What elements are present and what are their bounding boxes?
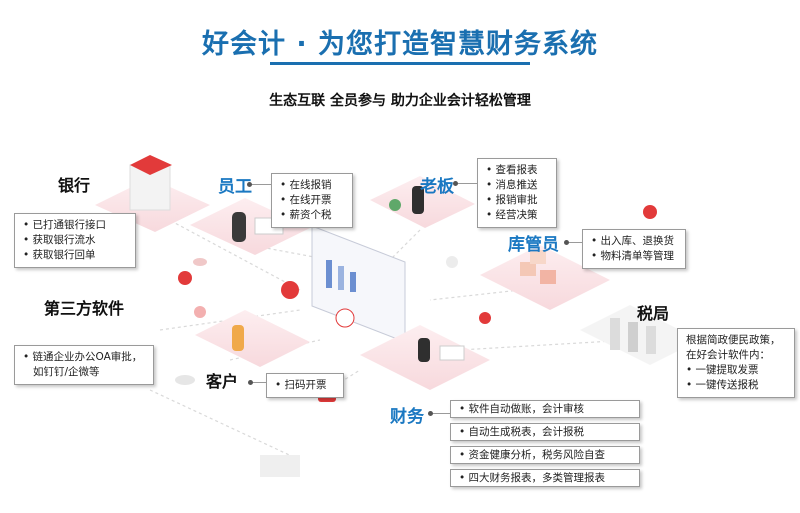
bank-label: 银行 bbox=[58, 176, 91, 195]
boss-item: 查看报表 bbox=[486, 163, 550, 178]
boss-infobox: 查看报表 消息推送 报销审批 经营决策 bbox=[477, 158, 557, 228]
warehouse-item: 出入库、退换货 bbox=[591, 234, 679, 249]
customer-connector bbox=[250, 382, 266, 383]
boss-item: 消息推送 bbox=[486, 178, 550, 193]
finance-connector bbox=[430, 413, 450, 414]
employee-connector-dot bbox=[247, 182, 252, 187]
finance-item: 自动生成税表，会计报税 bbox=[450, 423, 640, 441]
customer-item: 扫码开票 bbox=[275, 378, 337, 393]
platform-warehouse bbox=[480, 245, 610, 310]
tax-infobox: 根据简政便民政策， 在好会计软件内： 一键提取发票 一键传送报税 bbox=[677, 328, 795, 398]
finance-item: 四大财务报表，多类管理报表 bbox=[450, 469, 640, 487]
tax-item: 一键提取发票 bbox=[686, 363, 788, 378]
tax-label: 税局 bbox=[637, 304, 670, 323]
tax-item: 一键传送报税 bbox=[686, 378, 788, 393]
third-party-infobox: 链通企业办公OA审批， 如钉钉/企微等 bbox=[14, 345, 154, 385]
finance-connector-dot bbox=[428, 411, 433, 416]
bank-item: 获取银行回单 bbox=[23, 248, 129, 263]
employee-item: 在线开票 bbox=[280, 193, 346, 208]
boss-connector bbox=[455, 183, 477, 184]
warehouse-label: 库管员 bbox=[508, 235, 559, 255]
finance-item: 资金健康分析，税务风险自查 bbox=[450, 446, 640, 464]
third-party-label: 第三方软件 bbox=[44, 299, 125, 318]
boss-item: 经营决策 bbox=[486, 208, 550, 223]
platform-tax bbox=[580, 305, 700, 365]
bank-item: 获取银行流水 bbox=[23, 233, 129, 248]
finance-item: 软件自动做账，会计审核 bbox=[450, 400, 640, 418]
customer-label: 客户 bbox=[206, 372, 239, 391]
page-title: 好会计 · 为您打造智慧财务系统 bbox=[201, 29, 599, 60]
customer-connector-dot bbox=[248, 380, 253, 385]
boss-label: 老板 bbox=[420, 177, 454, 197]
platform-bank bbox=[95, 155, 210, 232]
boss-connector-dot bbox=[453, 181, 458, 186]
employee-infobox: 在线报销 在线开票 薪资个税 bbox=[271, 173, 353, 228]
platform-employee bbox=[190, 198, 310, 255]
title-underline bbox=[270, 62, 530, 65]
platform-finance bbox=[360, 325, 490, 390]
page-subtitle: 生态互联 全员参与 助力企业会计轻松管理 bbox=[269, 93, 531, 109]
warehouse-connector bbox=[566, 242, 582, 243]
third-party-item: 如钉钉/企微等 bbox=[33, 366, 100, 378]
finance-label: 财务 bbox=[390, 407, 424, 427]
employee-item: 薪资个税 bbox=[280, 208, 346, 223]
platform-customer bbox=[195, 310, 310, 367]
central-screen bbox=[281, 225, 406, 343]
warehouse-infobox: 出入库、退换货 物料清单等管理 bbox=[582, 229, 686, 269]
bank-item: 已打通银行接口 bbox=[23, 218, 129, 233]
tax-intro: 在好会计软件内： bbox=[686, 349, 770, 361]
employee-label: 员工 bbox=[218, 177, 252, 197]
boss-item: 报销审批 bbox=[486, 193, 550, 208]
tax-intro: 根据简政便民政策， bbox=[686, 334, 781, 346]
platform-boss bbox=[370, 176, 475, 228]
employee-connector bbox=[249, 184, 271, 185]
decor-icons bbox=[175, 205, 657, 477]
bank-infobox: 已打通银行接口 获取银行流水 获取银行回单 bbox=[14, 213, 136, 268]
warehouse-item: 物料清单等管理 bbox=[591, 249, 679, 264]
warehouse-connector-dot bbox=[564, 240, 569, 245]
customer-infobox: 扫码开票 bbox=[266, 373, 344, 398]
third-party-item: 链通企业办公OA审批， bbox=[23, 350, 147, 365]
employee-item: 在线报销 bbox=[280, 178, 346, 193]
